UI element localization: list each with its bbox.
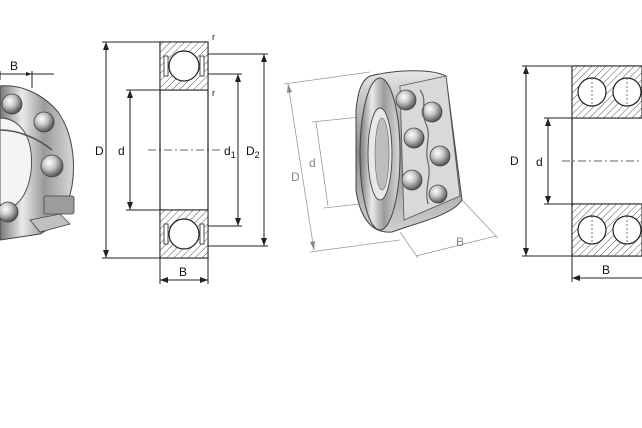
bore-label: d [536,155,543,169]
arrowhead [287,84,292,93]
arrowhead [261,238,267,246]
extension-line [399,231,419,259]
top-seal-right [199,55,205,77]
outer-diameter-label: D [510,154,519,168]
ball [401,169,423,191]
extension-line [309,239,401,253]
ball [429,145,451,167]
arrowhead [545,118,551,126]
arrowhead [200,277,208,283]
shoulder-d1-label: d1 [224,144,236,160]
ball [33,111,55,133]
ball [40,154,64,178]
width-label: B [179,265,187,279]
double-row-bearing-section-figure: D d B [510,65,642,282]
arrowhead [127,202,133,210]
top-seal-left [163,55,169,77]
arrowhead [523,248,529,256]
outer-diameter-label: D [95,144,104,158]
extension-line [283,71,371,85]
top-ball [168,50,200,82]
outer-diameter-label: D [291,170,300,184]
double-row-bearing-3d-figure: D d B [283,70,499,259]
arrowhead [523,66,529,74]
width-label: B [602,263,610,277]
ball [395,89,417,111]
arrowhead [235,218,241,226]
width-dimension [415,235,497,257]
ball [1,93,23,115]
ball-bearing-3d-figure: B [0,59,75,241]
arrowhead [103,250,109,258]
ball-bearing-section-figure: D d r r d1 [95,32,268,284]
ball [421,101,443,123]
bottom-ball [168,218,200,250]
arrowhead [310,241,315,250]
cage [419,89,430,205]
ball [428,184,448,204]
width-label: B [10,59,18,73]
bore-label: d [309,156,316,170]
radius-label-mid: r [212,88,215,98]
extension-line [461,199,499,239]
arrowhead [103,42,109,50]
arrowhead [26,72,32,76]
cage-segment [29,213,71,233]
radius-label-top: r [212,32,215,42]
outer-diameter-dimension [287,83,315,251]
cage [0,129,53,151]
bore-label: d [118,144,125,158]
bore-dimension [315,121,329,207]
arrowhead [261,54,267,62]
bore-inner [374,117,390,191]
arrowhead [235,74,241,82]
arrowhead [127,90,133,98]
arrowhead [572,275,580,281]
ball [0,201,19,223]
shoulder-d2-label: D2 [246,144,260,160]
cage-segment [43,195,75,215]
bottom-seal-right [199,223,205,245]
arrowhead [160,277,168,283]
ball [403,127,425,149]
bottom-seal-left [163,223,169,245]
width-label: B [456,235,464,249]
arrowhead [545,196,551,204]
